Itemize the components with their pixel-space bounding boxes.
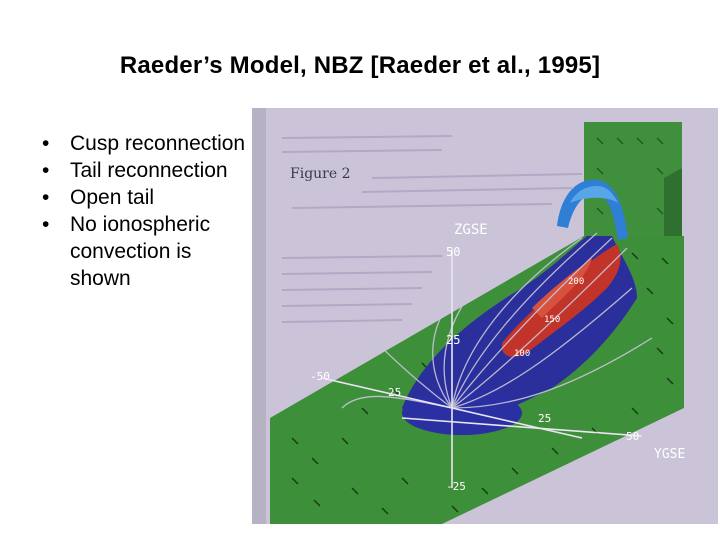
y-axis-label: YGSE [654,447,685,462]
tick-label-z-25: 25 [446,333,460,347]
tick-label-z-50: 50 [446,245,460,259]
bullet-dot: • [42,211,49,238]
bullet-item: • Open tail [42,184,252,211]
slide-title: Raeder’s Model, NBZ [Raeder et al., 1995… [0,52,720,80]
bullet-item: • No ionospheric convection is shown [42,211,252,292]
z-axis-label: ZGSE [454,222,488,238]
plasma-sheet-base [402,391,522,435]
figure-edge-shadow [252,108,266,524]
bullet-item: • Tail reconnection [42,157,252,184]
tick-label-y-25: 25 [538,412,551,425]
bullet-dot: • [42,130,49,157]
bullet-list: • Cusp reconnection • Tail reconnection • O… [42,130,252,292]
bullet-dot: • [42,157,49,184]
tick-label-tail-200: 200 [568,277,584,287]
bullet-item: • Cusp reconnection [42,130,252,157]
tick-label-tail-150: 150 [544,315,560,325]
tick-label-tail-100: 100 [514,349,530,359]
tick-label-x-neg50: -50 [310,370,330,383]
bullet-text: Tail reconnection [70,159,228,182]
tick-label-y-50: 50 [626,430,639,443]
bullet-dot: • [42,184,49,211]
bullet-text: Cusp reconnection [70,132,245,155]
model-figure: Figure 2 ZGSE YGSE 50 25 -25 -50 25 25 5… [252,108,718,524]
bullet-text: Open tail [70,186,154,209]
tick-label-x-25: 25 [388,386,401,399]
bullet-text: No ionospheric convection is shown [70,213,210,290]
tick-label-z-neg25: -25 [446,480,466,493]
figure-caption: Figure 2 [290,166,351,182]
